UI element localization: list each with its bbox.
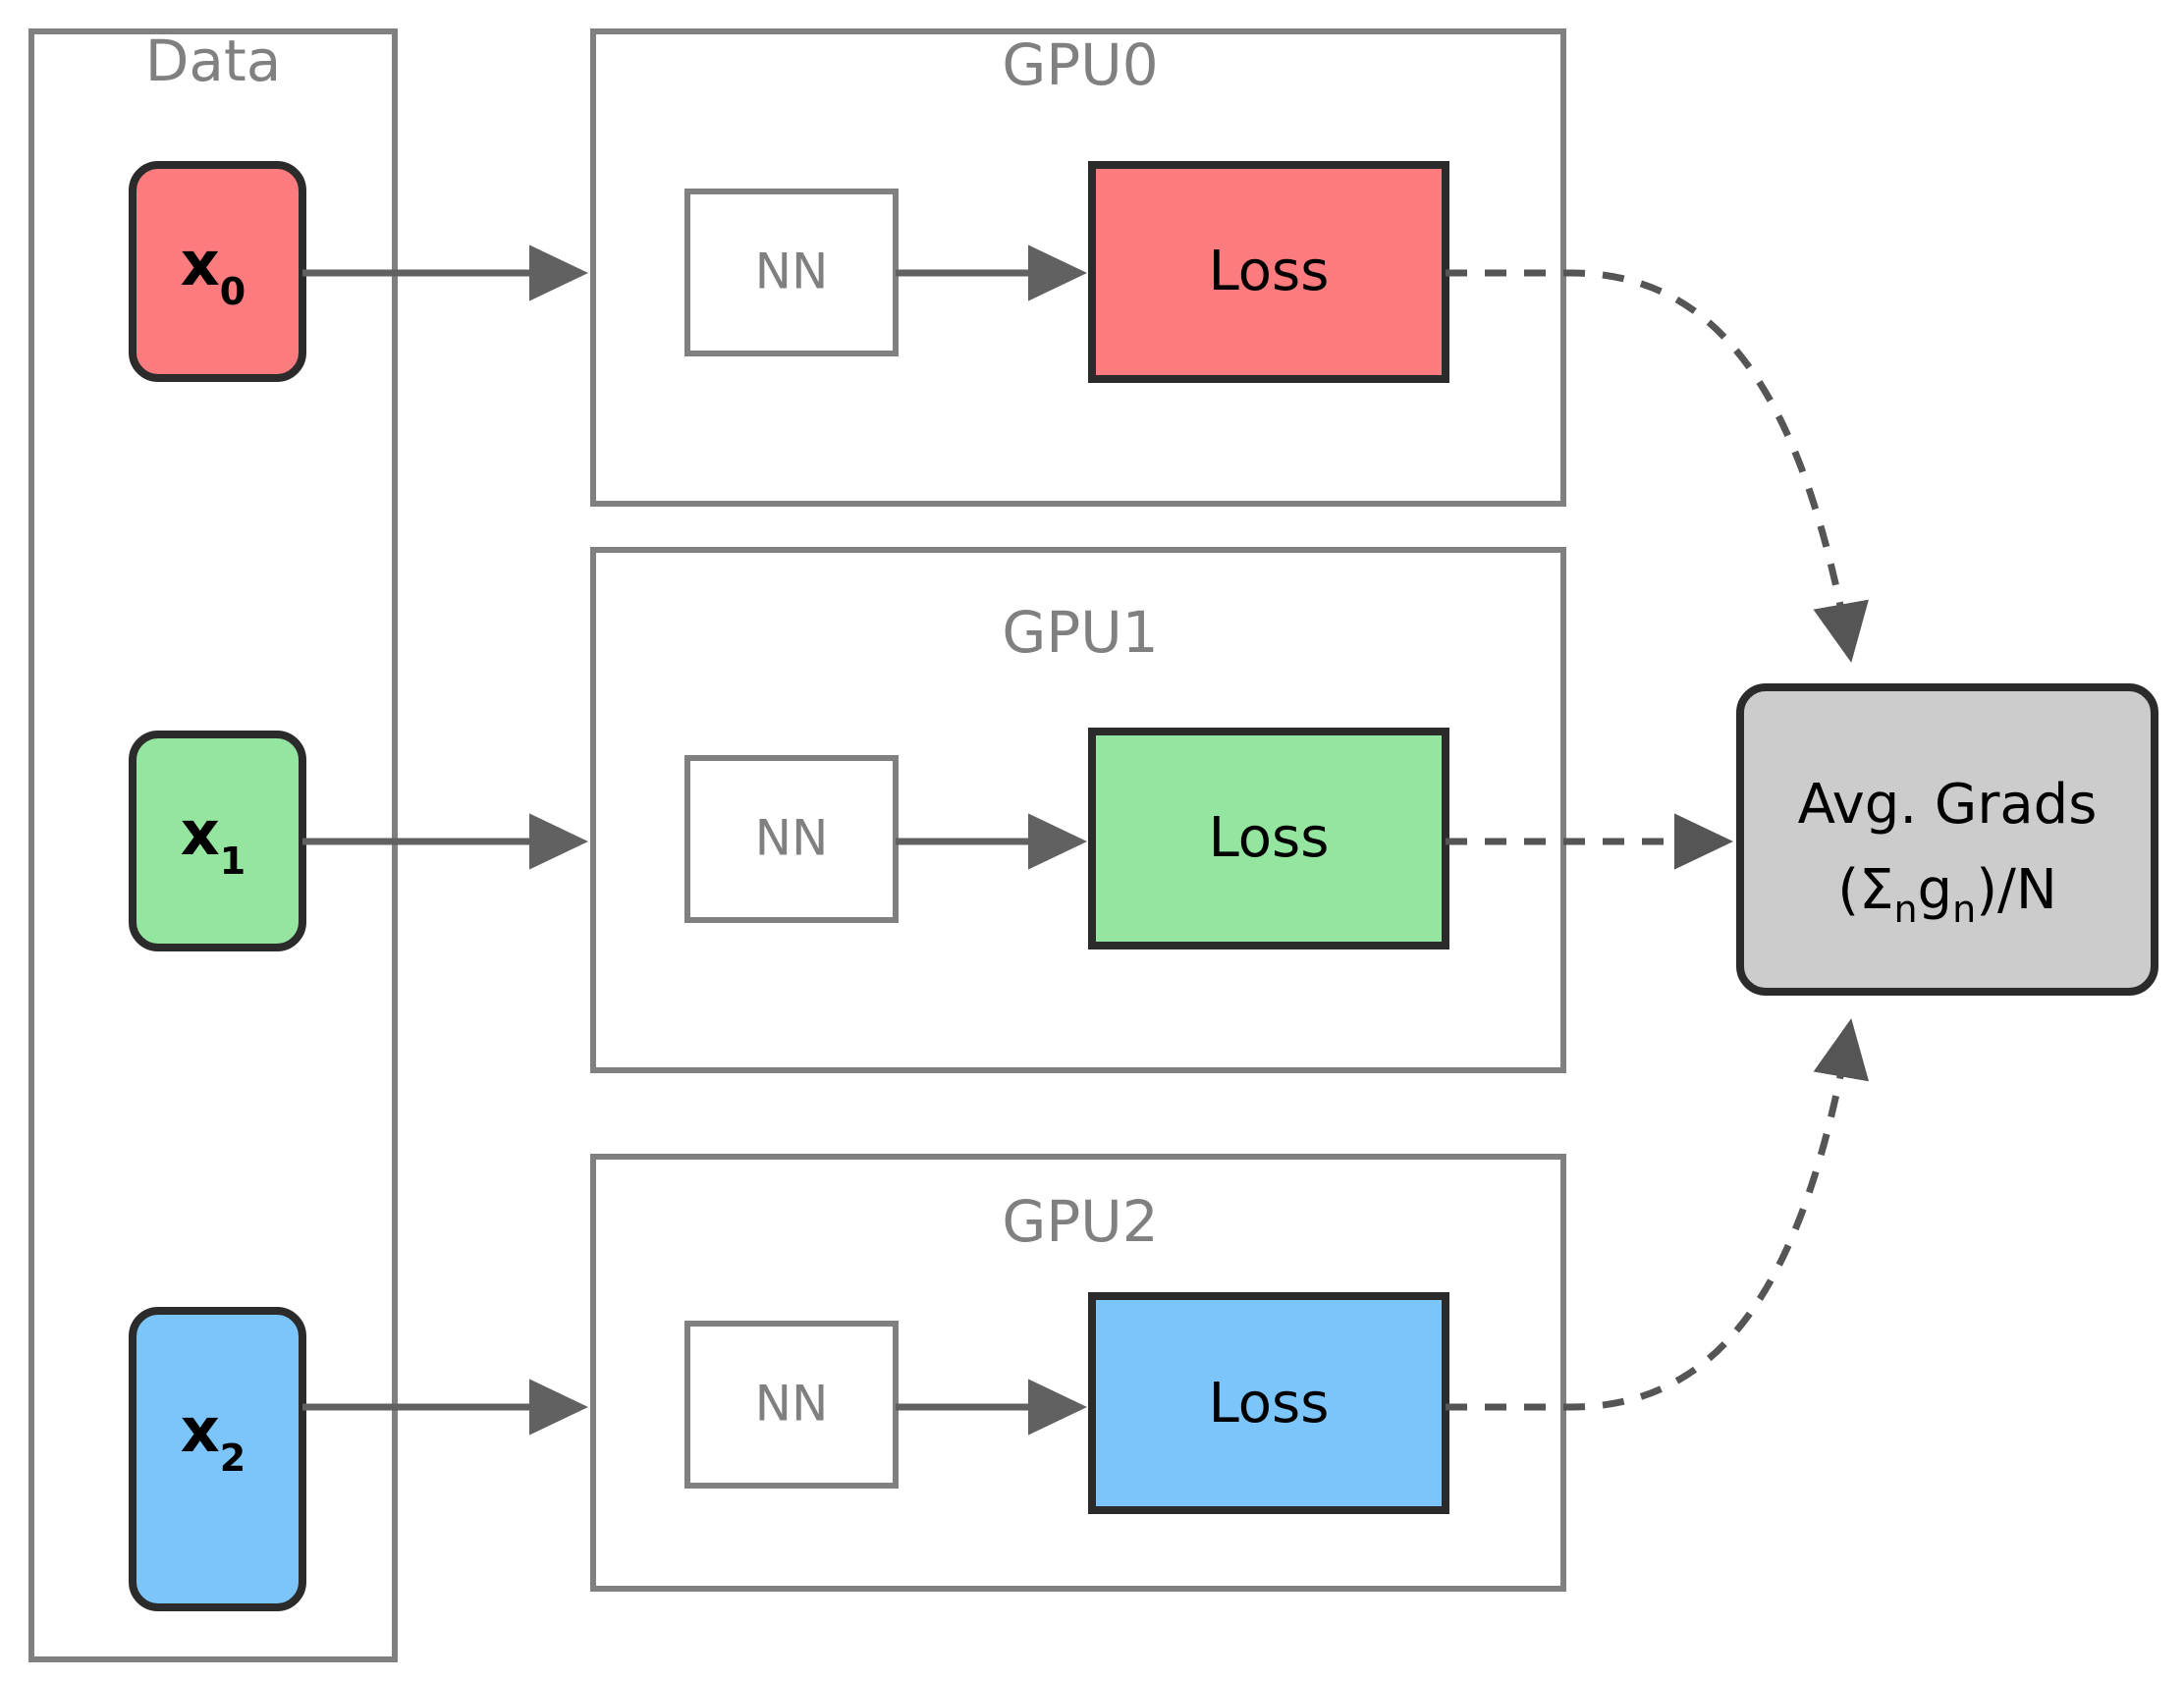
nn-label-gpu0: NN <box>755 244 829 300</box>
data-node-x0-base: x <box>181 228 220 299</box>
data-node-x2-base: x <box>181 1394 220 1466</box>
loss-label-gpu1: Loss <box>1209 806 1330 870</box>
avg-grads-formula-sub1: n <box>1893 888 1917 931</box>
loss-box-gpu1[interactable] <box>1088 728 1449 949</box>
data-node-x2-subscript: 2 <box>220 1437 246 1480</box>
data-node-x0-label: x0 <box>181 228 246 313</box>
avg-grads-line1: Avg. Grads <box>1798 773 2098 837</box>
edge-loss0-to-avg-grads <box>1446 269 1869 663</box>
loss-label-gpu2: Loss <box>1209 1372 1330 1436</box>
avg-grads-formula-sub2: n <box>1952 888 1976 931</box>
group-gpu2[interactable]: GPU2 NN Loss <box>590 1154 1566 1592</box>
data-node-x1-subscript: 1 <box>220 840 246 883</box>
loss-box-gpu0[interactable] <box>1088 161 1449 383</box>
edge-loss2-to-avg-grads <box>1446 1018 1870 1411</box>
gpu1-group-label: GPU1 <box>1002 599 1158 666</box>
data-node-x1[interactable]: x1 <box>129 731 306 951</box>
nn-label-gpu2: NN <box>755 1376 829 1433</box>
avg-grads-formula-close: )/N <box>1976 858 2057 922</box>
group-gpu1[interactable]: GPU1 NN Loss <box>590 547 1566 1073</box>
avg-grads-node[interactable]: Avg. Grads (Σngn)/N <box>1736 683 2158 996</box>
data-node-x1-base: x <box>181 797 220 869</box>
avg-grads-rect <box>1736 683 2158 996</box>
data-node-x1-label: x1 <box>181 797 246 883</box>
nn-box-gpu1[interactable] <box>684 755 899 923</box>
data-node-x2-label: x2 <box>181 1394 246 1480</box>
gpu0-group-label: GPU0 <box>1002 31 1158 98</box>
gpu2-group-label: GPU2 <box>1002 1188 1158 1255</box>
avg-grads-formula-sigma: Σ <box>1859 858 1893 922</box>
loss-box-gpu2[interactable] <box>1088 1292 1449 1514</box>
data-node-x0[interactable]: x0 <box>129 161 306 382</box>
avg-grads-formula: (Σngn)/N <box>1837 858 2057 931</box>
nn-label-gpu1: NN <box>755 810 829 867</box>
loss-label-gpu0: Loss <box>1209 240 1330 303</box>
data-node-x2[interactable]: x2 <box>129 1307 306 1611</box>
data-group-label: Data <box>145 27 282 94</box>
data-node-x0-subscript: 0 <box>220 270 246 313</box>
avg-grads-formula-open: ( <box>1837 858 1859 922</box>
data-node-x2-rect <box>129 1307 306 1611</box>
group-gpu0[interactable]: GPU0 NN Loss <box>590 28 1566 507</box>
avg-grads-formula-g: g <box>1918 858 1953 922</box>
